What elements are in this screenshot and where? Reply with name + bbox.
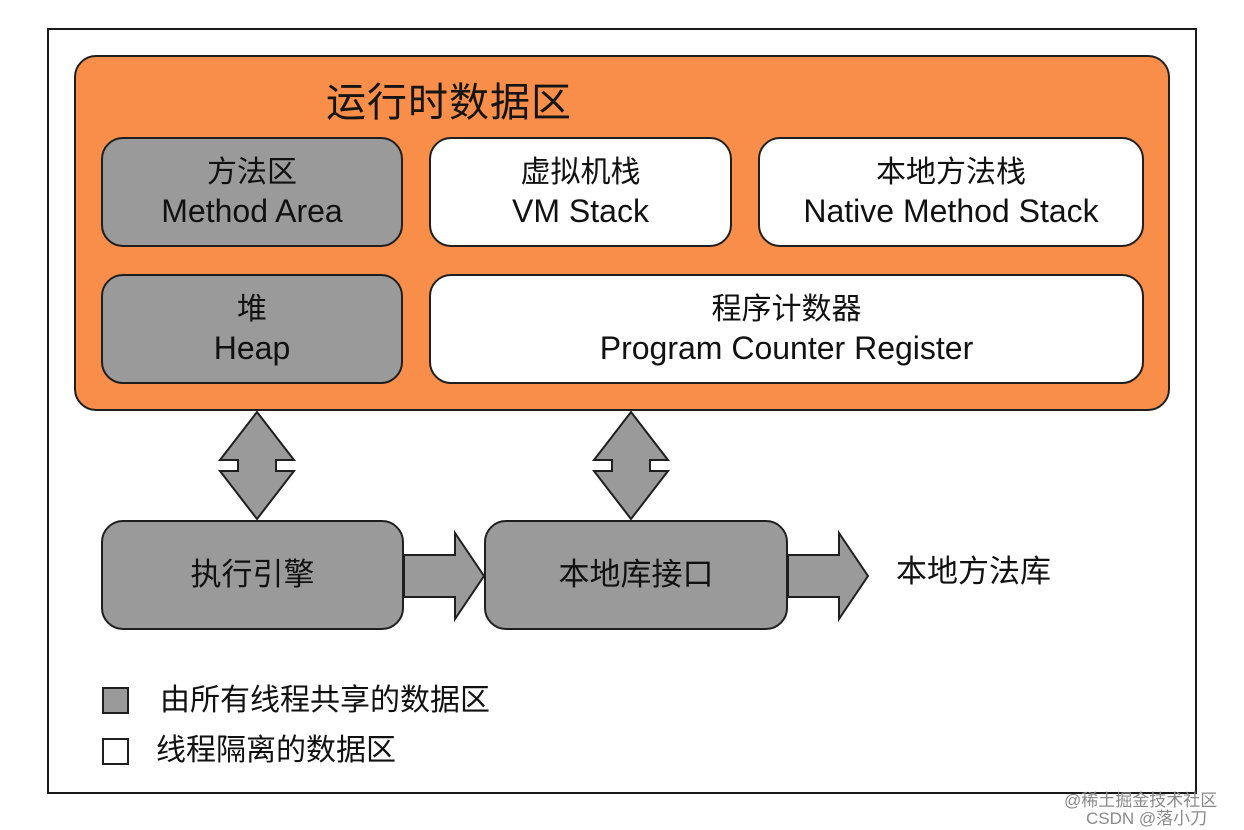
double-arrow-center [591,410,671,521]
legend-shared-swatch [102,687,129,714]
method-area-zh: 方法区 [207,155,297,190]
legend-isolated-swatch [102,738,129,765]
native-interface-box: 本地库接口 [484,520,788,630]
heap-zh: 堆 [237,292,267,327]
heap-box: 堆 Heap [101,274,403,384]
native-library-label: 本地方法库 [896,554,1051,590]
vm-stack-zh: 虚拟机栈 [520,155,641,190]
execution-engine-box: 执行引擎 [101,520,404,630]
native-method-stack-zh: 本地方法栈 [876,155,1026,190]
vm-stack-box: 虚拟机栈 VM Stack [429,137,732,247]
right-arrow-engine-to-interface [403,529,486,623]
native-interface-label: 本地库接口 [558,557,714,593]
runtime-data-area-title: 运行时数据区 [326,80,572,126]
native-method-stack-en: Native Method Stack [803,193,1099,229]
right-arrow-interface-to-library [787,529,870,623]
method-area-en: Method Area [161,193,343,229]
native-method-stack-box: 本地方法栈 Native Method Stack [758,137,1144,247]
watermark-line1: @稀土掘金技术社区 [1064,791,1218,810]
method-area-box: 方法区 Method Area [101,137,403,247]
heap-en: Heap [213,330,291,366]
execution-engine-label: 执行引擎 [190,557,315,593]
watermark-line2: CSDN @落小刀 [1086,809,1208,828]
vm-stack-en: VM Stack [512,193,649,229]
program-counter-en: Program Counter Register [599,330,974,366]
program-counter-zh: 程序计数器 [711,292,862,327]
double-arrow-left [217,410,297,521]
legend-isolated-label: 线程隔离的数据区 [156,733,396,768]
program-counter-box: 程序计数器 Program Counter Register [429,274,1144,384]
legend-shared-label: 由所有线程共享的数据区 [160,683,490,718]
